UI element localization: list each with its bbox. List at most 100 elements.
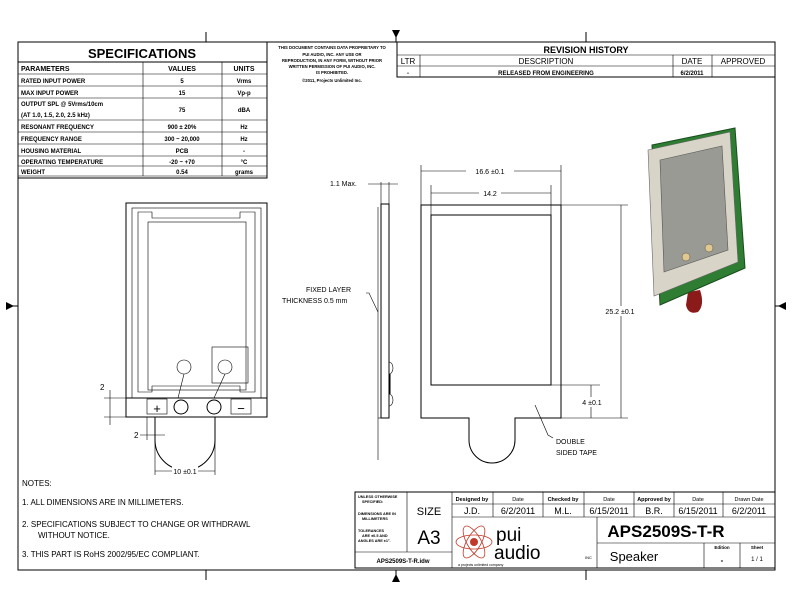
date-label: Date (512, 497, 524, 503)
side-view: 1.1 Max. FIXED LAYER THICKNESS 0.5 mm (282, 181, 398, 460)
date-label: Date (692, 497, 704, 503)
spec-unit: Vrms (237, 79, 252, 85)
spec-value: 5 (180, 79, 184, 85)
sheet: 1 / 1 (751, 557, 763, 563)
drawn-date: 6/2/2011 (732, 506, 766, 516)
unless-line: ANGLES ARE ±1°. (358, 539, 391, 543)
spec-value: 0.54 (176, 170, 188, 176)
designed-by-label: Designed by (456, 497, 490, 503)
approved-by: B.R. (645, 506, 663, 516)
logo-text: pui (496, 525, 521, 546)
checked-by: M.L. (554, 506, 572, 516)
header-description: DESCRIPTION (519, 57, 574, 66)
front-view: + − 2 2 10 ±0.1 (100, 202, 268, 476)
spec-unit: Hz (240, 137, 247, 143)
dim-2-horizontal: 2 (134, 431, 139, 440)
checked-by-label: Checked by (548, 497, 580, 503)
tape-label-1: DOUBLE (556, 439, 585, 446)
size-value: A3 (417, 528, 440, 549)
proprietary-line: IS PROHIBITED. (316, 70, 348, 75)
spec-param-2: (AT 1.0, 1.5, 2.0, 2.5 kHz) (21, 113, 90, 119)
logo-tagline: a projects unlimited company (458, 563, 504, 567)
proprietary-notice: THIS DOCUMENT CONTAINS DATA PROPRIETARY … (278, 45, 386, 83)
dim-tab-width: 10 ±0.1 (173, 469, 196, 476)
sheet-label: Sheet (751, 545, 764, 550)
dim-overall-height: 25.2 ±0.1 (605, 309, 634, 316)
date-label: Date (603, 497, 615, 503)
edition: - (721, 556, 724, 565)
approved-by-label: Approved by (637, 497, 672, 503)
spec-value: 300 ~ 20,000 (164, 137, 200, 143)
spec-param: FREQUENCY RANGE (21, 137, 82, 143)
spec-value: 900 ± 20% (168, 125, 197, 131)
spec-unit: grams (235, 170, 254, 176)
spec-unit: dBA (238, 108, 251, 114)
unless-line: DIMENSIONS ARE IN (358, 512, 396, 516)
spec-value: 15 (179, 91, 186, 97)
rev-description: RELEASED FROM ENGINEERING (498, 71, 594, 77)
dim-overall-width: 16.6 ±0.1 (475, 169, 504, 176)
spec-unit: - (243, 149, 245, 155)
unless-line: TOLERANCES (358, 529, 385, 533)
specifications-title: SPECIFICATIONS (88, 46, 196, 61)
dim-inner-width: 14.2 (483, 191, 497, 198)
header-approved: APPROVED (721, 57, 766, 66)
spec-unit: °C (241, 160, 248, 166)
spec-unit: Hz (240, 125, 247, 131)
dim-bottom-height: 4 ±0.1 (582, 400, 602, 407)
dim-2-vertical: 2 (100, 383, 105, 392)
minus-terminal: − (237, 401, 245, 416)
revision-history: REVISION HISTORY LTR DESCRIPTION DATE AP… (396, 41, 776, 78)
proprietary-line: WRITTEN PERMISSION OF PUI AUDIO, INC. (289, 64, 376, 69)
note-2-cont: WITHOUT NOTICE. (38, 531, 110, 540)
dim-thickness: 1.1 Max. (330, 181, 357, 188)
designed-date: 6/2/2011 (501, 506, 535, 516)
notes: NOTES: 1. ALL DIMENSIONS ARE IN MILLIMET… (22, 479, 251, 559)
title-block: UNLESS OTHERWISE SPECIFIED: DIMENSIONS A… (354, 491, 776, 569)
spec-param: WEIGHT (21, 170, 45, 176)
drawn-date-label: Drawn Date (734, 497, 763, 503)
part-number: APS2509S-T-R (607, 522, 724, 541)
edition-label: Edition (714, 545, 729, 550)
specifications-table: SPECIFICATIONS PARAMETERS VALUES UNITS R… (17, 41, 268, 179)
spec-param: HOUSING MATERIAL (21, 149, 82, 155)
proprietary-line: PUI AUDIO, INC. ANY USE OR (302, 52, 361, 57)
tape-label-2: SIDED TAPE (556, 450, 597, 457)
spec-param: OPERATING TEMPERATURE (21, 160, 103, 166)
plus-terminal: + (153, 401, 161, 416)
fixed-layer-label-2: THICKNESS 0.5 mm (282, 298, 348, 305)
spec-param: OUTPUT SPL @ 5Vrms/10cm (21, 102, 103, 108)
rear-view: 16.6 ±0.1 14.2 25.2 ±0.1 4 ±0.1 DOUBLE S… (420, 165, 642, 464)
unless-line: MILLIMETERS (362, 517, 388, 521)
part-description: Speaker (610, 549, 659, 564)
center-markers (6, 30, 786, 582)
copyright: ©2011, Projects Unlimited Inc. (302, 78, 362, 83)
proprietary-line: REPRODUCTION, IN ANY FORM, WITHOUT PRIOR (282, 58, 382, 63)
note-3: 3. THIS PART IS RoHS 2002/95/EC COMPLIAN… (22, 550, 200, 559)
spec-param: MAX INPUT POWER (21, 91, 79, 97)
filename: APS2509S-T-R.idw (376, 559, 429, 565)
pui-audio-logo: pui audio INC a projects unlimited compa… (455, 525, 592, 567)
revision-title: REVISION HISTORY (543, 45, 628, 55)
spec-param: RATED INPUT POWER (21, 79, 86, 85)
sheet-border (17, 41, 776, 571)
header-parameters: PARAMETERS (21, 66, 70, 73)
spec-value: PCB (176, 149, 189, 155)
spec-unit: Vp-p (237, 91, 251, 97)
designed-by: J.D. (464, 506, 480, 516)
unless-line: SPECIFIED: (362, 500, 383, 504)
fixed-layer-label-1: FIXED LAYER (306, 287, 351, 294)
spec-param: RESONANT FREQUENCY (21, 125, 94, 131)
proprietary-line: THIS DOCUMENT CONTAINS DATA PROPRIETARY … (278, 45, 386, 50)
spec-value: 75 (179, 108, 186, 114)
unless-line: UNLESS OTHERWISE (358, 495, 398, 499)
header-ltr: LTR (401, 57, 416, 66)
logo-text: audio (494, 543, 541, 564)
header-units: UNITS (234, 66, 255, 73)
notes-title: NOTES: (22, 479, 52, 488)
header-values: VALUES (168, 66, 196, 73)
note-2: 2. SPECIFICATIONS SUBJECT TO CHANGE OR W… (22, 520, 251, 529)
rev-ltr: - (407, 71, 409, 77)
